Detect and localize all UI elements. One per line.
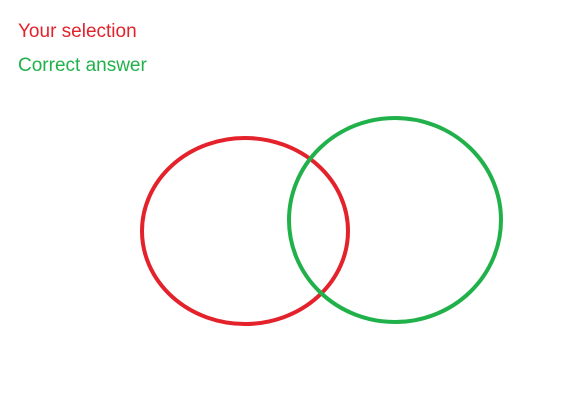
- answer-circle: [287, 116, 503, 324]
- legend-your-selection: Your selection: [18, 21, 137, 42]
- legend-correct-answer: Correct answer: [18, 55, 147, 76]
- selection-circle: [140, 136, 350, 326]
